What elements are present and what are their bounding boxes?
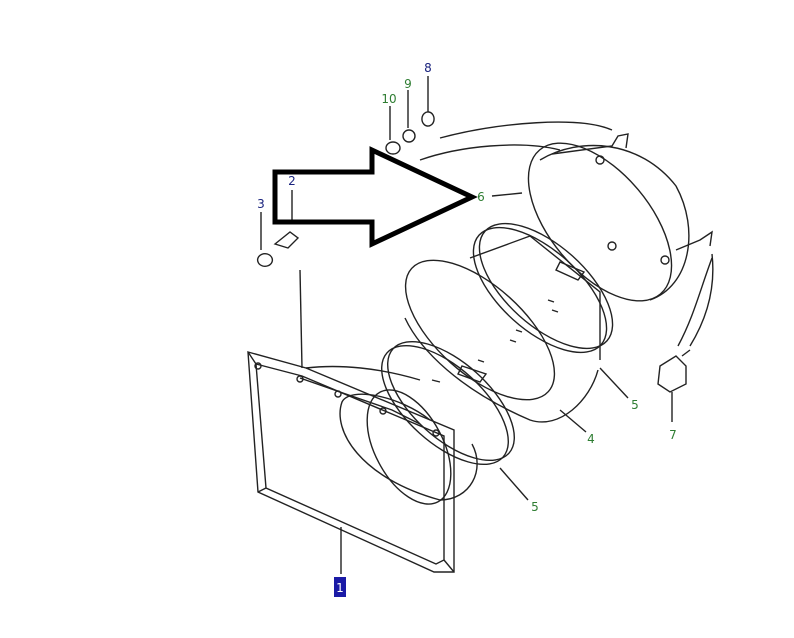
screw-2 [275, 232, 298, 248]
washer-8 [422, 112, 434, 126]
pointer-arrow [272, 146, 478, 248]
callout-2[interactable]: 2 [288, 174, 296, 188]
hose-clamp-upper [452, 201, 633, 398]
clip-3 [258, 254, 273, 267]
callout-7[interactable]: 7 [669, 428, 677, 442]
callout-9[interactable]: 9 [404, 77, 412, 91]
fan-cowl-ring [420, 118, 712, 326]
callout-5-upper[interactable]: 5 [631, 398, 639, 412]
callout-1-highlight [334, 577, 346, 597]
fan-cowl-frame [248, 270, 477, 574]
callout-1[interactable]: 1 [336, 581, 344, 595]
hose-clamp-lower [362, 321, 535, 500]
callout-10[interactable]: 10 [381, 92, 396, 106]
fasteners [258, 76, 434, 266]
callout-4[interactable]: 4 [587, 432, 595, 446]
callout-8[interactable]: 8 [424, 61, 432, 75]
washer-9 [403, 130, 415, 142]
rubber-mount [658, 254, 713, 422]
callout-5-lower[interactable]: 5 [531, 500, 539, 514]
nut-10 [386, 142, 400, 154]
callout-6[interactable]: 6 [477, 190, 485, 204]
callout-3[interactable]: 3 [257, 197, 265, 211]
